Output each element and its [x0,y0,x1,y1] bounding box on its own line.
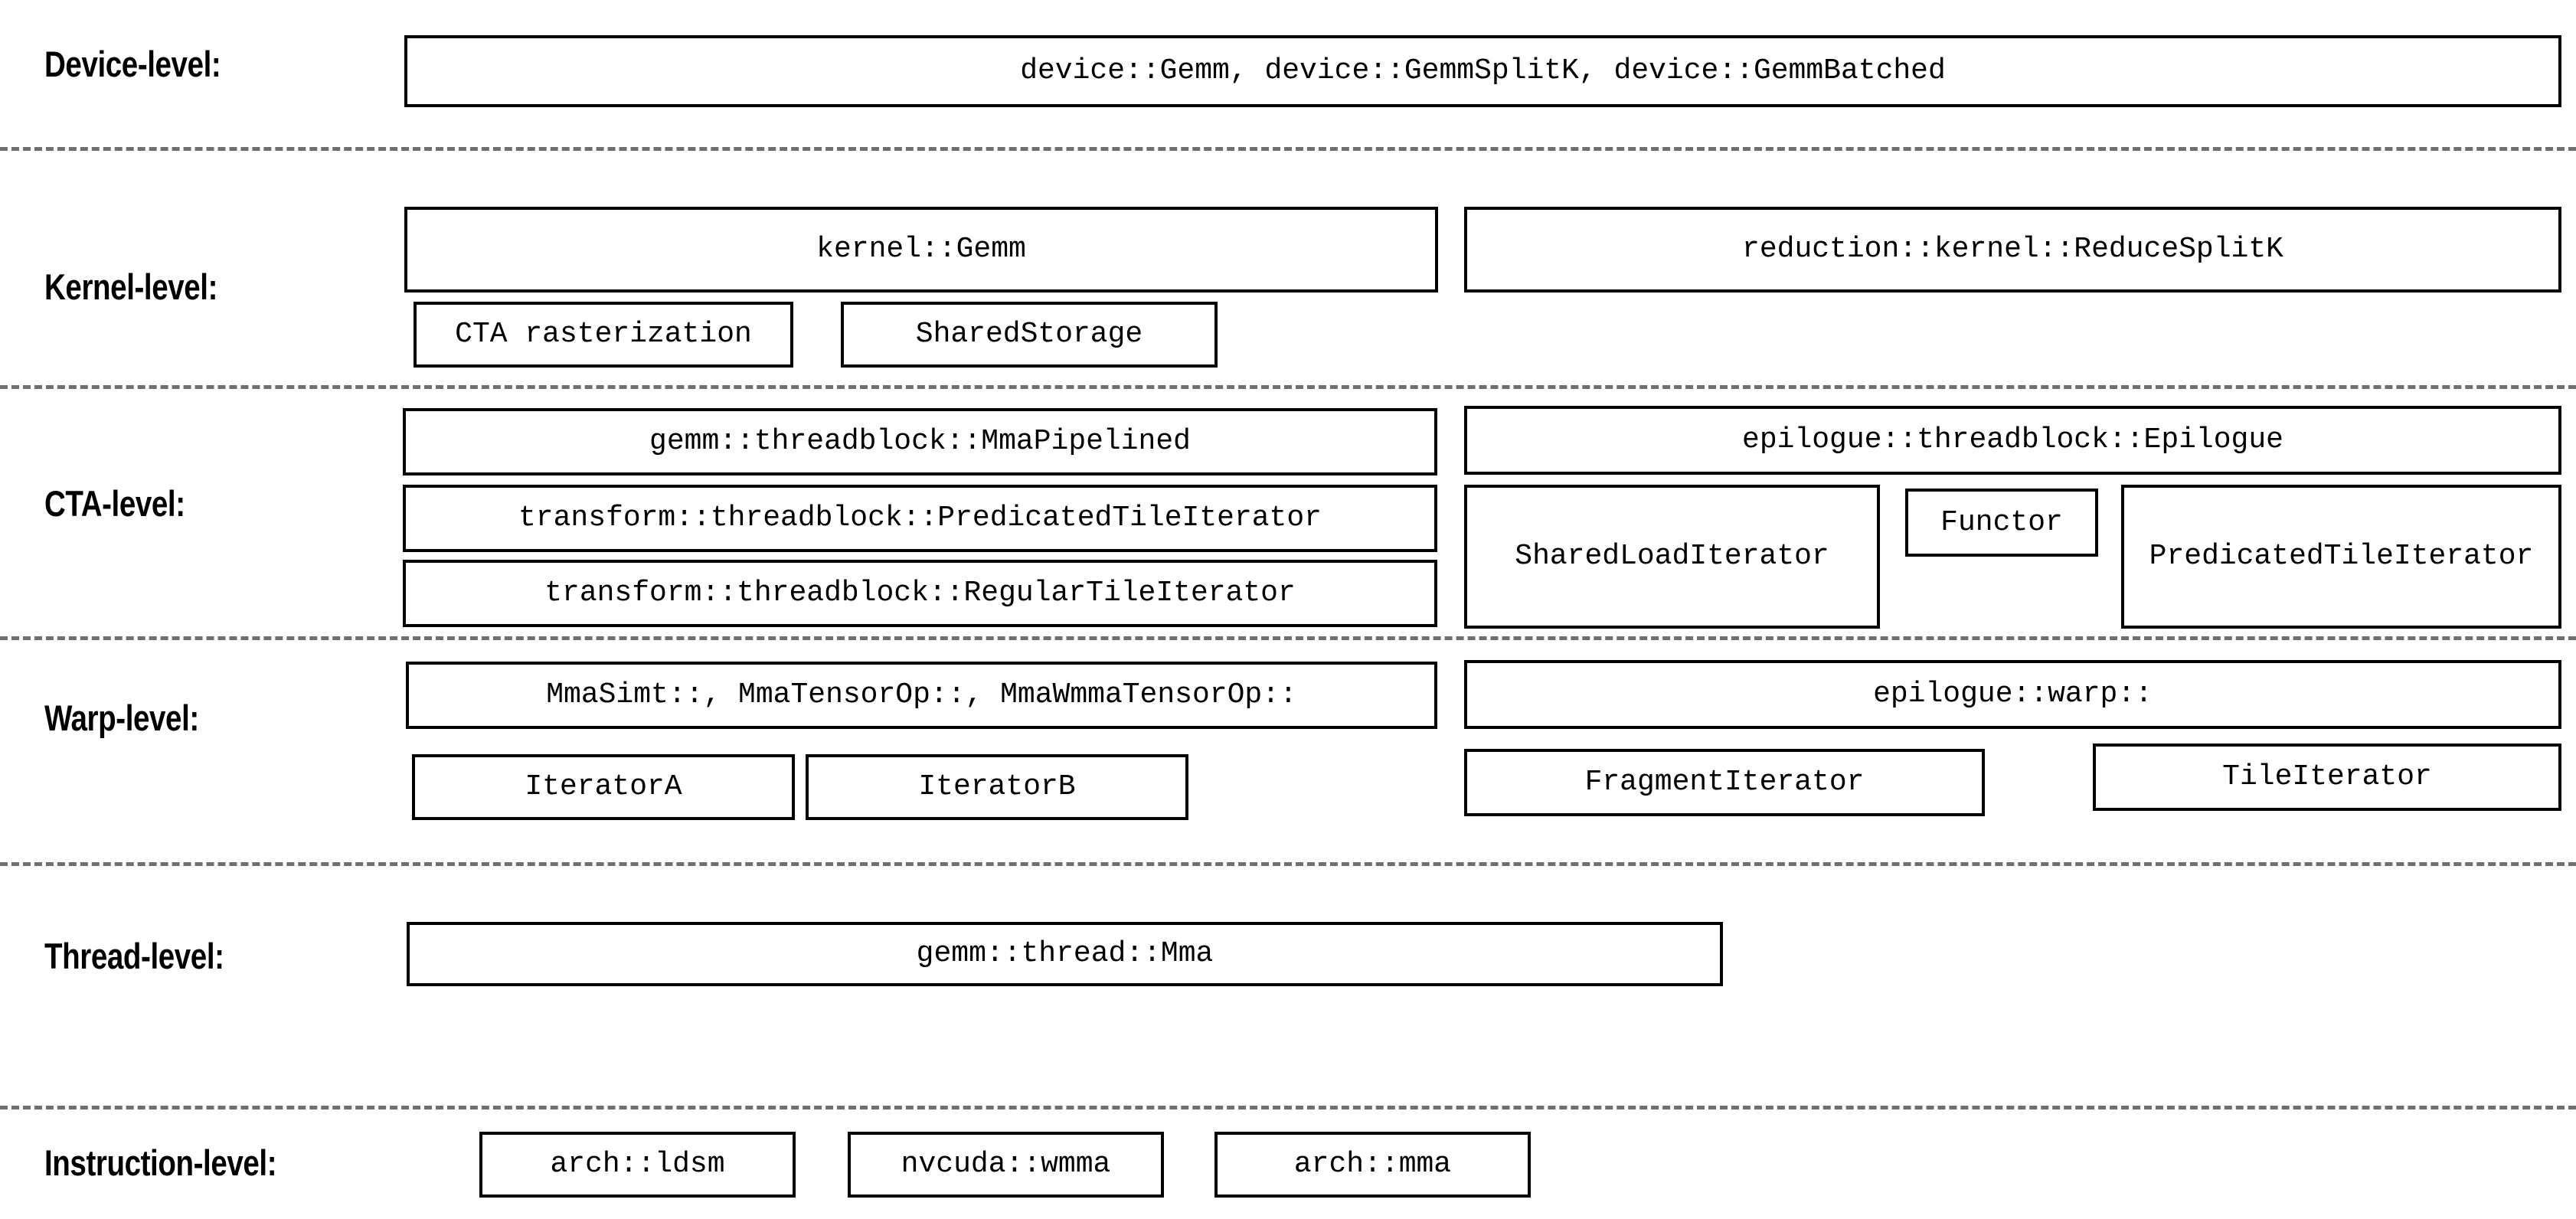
level-label-warp: Warp-level: [44,698,199,738]
box-kernel-gemm[interactable]: kernel::Gemm [404,207,1438,292]
box-epilogue-warp-label: epilogue::warp:: [1873,678,2153,711]
box-sharedloaditerator-label: SharedLoadIterator [1515,540,1829,573]
box-sharedloaditerator[interactable]: SharedLoadIterator [1464,485,1880,629]
box-transform-threadblock-predicatedtileiterator-label: transform::threadblock::PredicatedTileIt… [518,502,1322,534]
divider-kernel-cta [0,385,2576,389]
box-sharedstorage-label: SharedStorage [915,318,1143,351]
box-arch-ldsm[interactable]: arch::ldsm [479,1132,796,1198]
box-gemm-thread-mma-label: gemm::thread::Mma [916,937,1214,970]
box-arch-mma[interactable]: arch::mma [1214,1132,1531,1198]
divider-warp-thread [0,862,2576,866]
box-gemm-thread-mma[interactable]: gemm::thread::Mma [407,922,1723,986]
box-fragmentiterator-label: FragmentIterator [1584,766,1865,799]
box-fragmentiterator[interactable]: FragmentIterator [1464,749,1985,816]
box-sharedstorage[interactable]: SharedStorage [841,302,1218,368]
box-gemm-threadblock-mmapipelined-label: gemm::threadblock::MmaPipelined [649,425,1191,458]
divider-thread-instruction [0,1106,2576,1110]
box-epilogue-threadblock-epilogue-label: epilogue::threadblock::Epilogue [1742,423,2283,456]
box-iteratorb-label: IteratorB [918,770,1076,803]
box-tileiterator[interactable]: TileIterator [2093,743,2561,811]
box-tileiterator-label: TileIterator [2222,760,2432,793]
box-predicatedtileiterator[interactable]: PredicatedTileIterator [2121,485,2561,629]
box-reduction-kernel-reducesplitk[interactable]: reduction::kernel::ReduceSplitK [1464,207,2561,292]
level-label-device: Device-level: [44,44,221,84]
box-transform-threadblock-regulartileiterator[interactable]: transform::threadblock::RegularTileItera… [403,560,1437,627]
box-transform-threadblock-predicatedtileiterator[interactable]: transform::threadblock::PredicatedTileIt… [403,485,1437,552]
divider-cta-warp [0,636,2576,640]
level-label-instruction: Instruction-level: [44,1142,277,1183]
divider-device-kernel [0,147,2576,151]
box-gemm-threadblock-mmapipelined[interactable]: gemm::threadblock::MmaPipelined [403,408,1437,476]
box-reduction-kernel-reducesplitk-label: reduction::kernel::ReduceSplitK [1742,233,2283,266]
level-label-cta: CTA-level: [44,483,185,524]
box-mma-warp-ops[interactable]: MmaSimt::, MmaTensorOp::, MmaWmmaTensorO… [406,662,1437,729]
box-epilogue-warp[interactable]: epilogue::warp:: [1464,660,2561,729]
box-functor-label: Functor [1940,505,2063,539]
box-arch-mma-label: arch::mma [1293,1148,1452,1181]
box-iteratora-label: IteratorA [525,770,682,803]
box-epilogue-threadblock-epilogue[interactable]: epilogue::threadblock::Epilogue [1464,406,2561,475]
box-mma-warp-ops-label: MmaSimt::, MmaTensorOp::, MmaWmmaTensorO… [546,678,1297,711]
level-label-thread: Thread-level: [44,936,224,976]
box-cta-rasterization-label: CTA rasterization [455,318,752,351]
box-iteratorb[interactable]: IteratorB [806,754,1188,820]
box-iteratora[interactable]: IteratorA [412,754,795,820]
box-nvcuda-wmma[interactable]: nvcuda::wmma [848,1132,1164,1198]
box-transform-threadblock-regulartileiterator-label: transform::threadblock::RegularTileItera… [544,577,1296,610]
box-cta-rasterization[interactable]: CTA rasterization [414,302,793,368]
box-device-gemm[interactable]: device::Gemm, device::GemmSplitK, device… [404,35,2561,107]
box-kernel-gemm-label: kernel::Gemm [816,233,1026,266]
box-arch-ldsm-label: arch::ldsm [550,1148,725,1181]
box-predicatedtileiterator-label: PredicatedTileIterator [2149,540,2534,573]
box-device-gemm-label: device::Gemm, device::GemmSplitK, device… [1020,54,1946,87]
box-functor[interactable]: Functor [1905,489,2098,557]
level-label-kernel: Kernel-level: [44,266,218,307]
box-nvcuda-wmma-label: nvcuda::wmma [901,1148,1111,1181]
